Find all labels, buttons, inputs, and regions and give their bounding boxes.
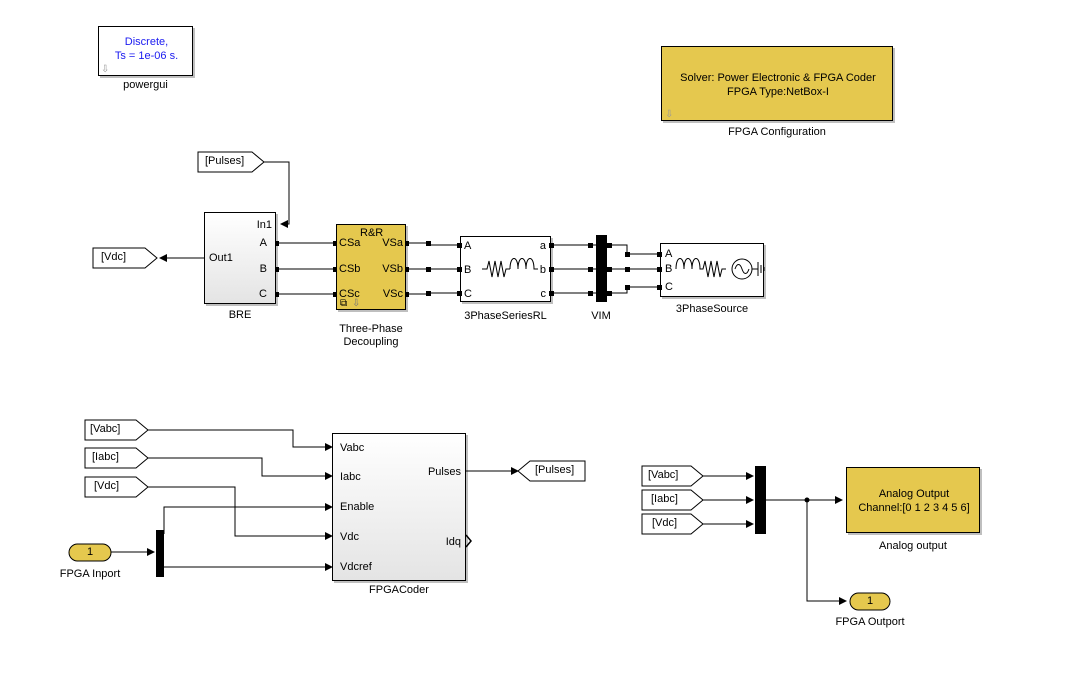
from-pulses-tag[interactable]: [Pulses] [205,155,245,167]
decoupling-caption-1: Three-Phase [339,323,403,335]
analog-mux-bar [755,466,766,534]
coder-port-enable: Enable [340,501,375,513]
fpga-outport-shape [849,592,891,611]
fpga-configuration-block[interactable]: Solver: Power Electronic & FPGA Coder FP… [661,46,893,121]
coder-port-pulses: Pulses [427,466,461,478]
goto-vdc-tag[interactable]: [Vdc] [101,251,127,263]
wire-decoupling-rl-c [406,292,460,295]
series-rl-port-in-a: A [464,240,472,252]
three-phase-source-glyph [675,258,765,280]
from-pulses-shape [197,151,265,173]
series-rl-glyph [482,258,538,278]
bre-port-a: A [259,237,267,249]
fpga-outport-value[interactable]: 1 [866,595,874,607]
from-iabc-2-shape [641,489,704,511]
powergui-block[interactable]: Discrete, Ts = 1e-06 s. ⇩ [98,26,193,76]
powergui-line1: Discrete, [124,36,169,48]
goto-vdc-shape [92,247,158,269]
mask-arrow-icon: ⇩ [665,109,674,120]
fpga-inport-caption: FPGA Inport [59,568,121,580]
decoupling-port-vsc: VSc [382,288,403,300]
port-markers [274,241,662,297]
wire-mux-to-outport [806,500,847,605]
source-port-c: C [665,281,673,293]
wire-vim-source-c [607,286,660,294]
from-iabc-1-shape [84,447,149,469]
coder-port-idq: Idq [445,536,461,548]
series-rl-port-in-b: B [464,264,472,276]
source-caption: 3PhaseSource [675,303,749,315]
mask-arrow-icon: ⇩ [352,298,361,309]
bre-port-c: C [259,288,267,300]
fpga-configuration-caption: FPGA Configuration [728,126,826,138]
fpga-config-line2: FPGA Type:NetBox-I [727,86,829,98]
series-rl-port-out-a: a [539,240,546,252]
link-icon: ⧉ [340,298,348,309]
idq-port-arrow [465,534,472,548]
goto-pulses-shape [517,460,586,482]
analog-output-block[interactable]: Analog Output Channel:[0 1 2 3 4 5 6] [846,467,980,533]
decoupling-port-vsb: VSb [382,263,403,275]
source-port-a: A [665,248,673,260]
decoupling-port-csa: CSa [339,237,361,249]
coder-port-vdcref: Vdcref [340,561,372,573]
from-iabc-tag-1[interactable]: [Iabc] [92,451,119,463]
bre-port-in1: In1 [256,219,272,231]
inport-demux-bar [156,530,164,577]
wire-decoupling-rl-a [406,242,460,246]
from-iabc-tag-2[interactable]: [Iabc] [651,493,678,505]
analog-output-caption: Analog output [879,540,947,552]
goto-pulses-tag[interactable]: [Pulses] [535,464,575,476]
fpga-inport-value[interactable]: 1 [86,546,94,558]
wire-demux-to-enable [163,503,333,534]
coder-port-iabc: Iabc [340,471,361,483]
wire-vabc-to-coder [148,429,333,451]
fpga-config-line1: Solver: Power Electronic & FPGA Coder [680,72,876,84]
series-rl-caption: 3PhaseSeriesRL [464,310,547,322]
bre-block[interactable]: In1 A B C Out1 [204,212,276,304]
series-rl-port-out-b: b [539,264,546,276]
powergui-line2: Ts = 1e-06 s. [114,50,179,62]
analog-output-line2: Channel:[0 1 2 3 4 5 6] [858,502,970,514]
mask-arrow-icon: ⇩ [101,64,110,75]
from-vabc-2-shape [641,465,704,487]
decoupling-title: R&R [360,227,384,239]
bre-port-out1: Out1 [209,252,233,264]
wire-vdc-to-coder [148,486,333,540]
decoupling-port-vsa: VSa [382,237,403,249]
powergui-caption: powergui [123,79,168,91]
from-vabc-tag-2[interactable]: [Vabc] [648,469,679,481]
decoupling-caption-2: Decoupling [343,336,399,348]
series-rl-port-out-c: c [540,288,547,300]
decoupling-port-csb: CSb [339,263,361,275]
from-vdc-tag-1[interactable]: [Vdc] [94,480,120,492]
source-port-b: B [665,263,673,275]
fpga-outport-caption: FPGA Outport [835,616,905,628]
fpga-coder-caption: FPGACoder [369,584,429,596]
series-rl-port-in-c: C [464,288,472,300]
from-vabc-1-shape [84,419,149,441]
coder-port-vabc: Vabc [340,442,365,454]
decoupling-port-csc: CSc [339,288,360,300]
from-vabc-tag-1[interactable]: [Vabc] [90,423,121,435]
wire-iabc-to-coder [148,457,333,480]
three-phase-decoupling-block[interactable]: R&R CSa CSb CSc VSa VSb VSc ⧉ ⇩ [336,224,406,310]
analog-output-line1: Analog Output [878,488,950,500]
from-vdc-tag-2[interactable]: [Vdc] [652,517,678,529]
vim-caption: VIM [591,310,611,322]
branch-point [804,497,810,503]
coder-port-vdc: Vdc [340,531,359,543]
bre-port-b: B [259,263,267,275]
fpga-inport-shape [68,543,112,562]
fpga-coder-block[interactable]: Vabc Iabc Enable Vdc Vdcref Pulses Idq [332,433,466,581]
from-vdc-2-shape [641,513,704,535]
from-vdc-1-shape [84,476,149,498]
three-phase-series-rl-block[interactable]: A B C a b c [460,236,551,302]
three-phase-source-block[interactable]: A B C [660,243,764,297]
wire-vim-source-a [607,244,660,255]
bre-caption: BRE [228,309,252,321]
vim-bar [596,235,607,302]
wire-pulses-to-bre [264,161,290,228]
